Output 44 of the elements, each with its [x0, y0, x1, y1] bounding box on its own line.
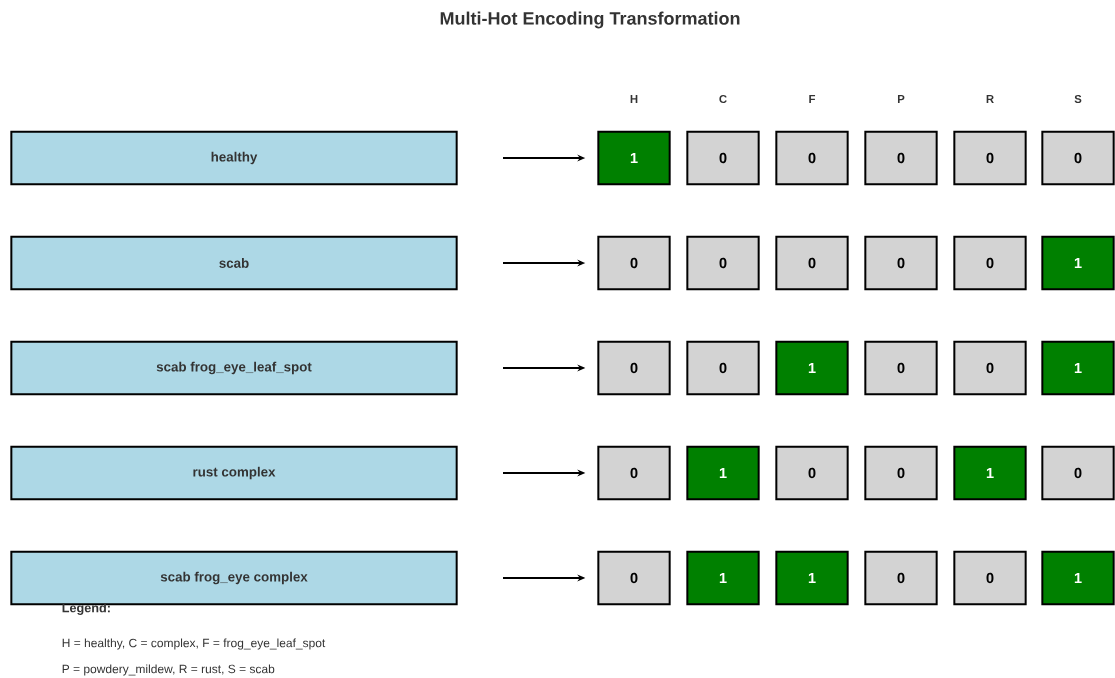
column-header: F — [809, 95, 816, 103]
encoding-cell: 1 — [686, 445, 760, 501]
encoding-cell: 0 — [775, 445, 849, 501]
encoding-cell: 0 — [953, 130, 1027, 186]
encoding-cell: 1 — [953, 445, 1027, 501]
encoding-cell: 0 — [864, 445, 938, 501]
encoding-cell: 0 — [686, 130, 760, 186]
legend-heading: Legend: — [62, 603, 110, 615]
category-box: scab frog_eye_leaf_spot — [10, 340, 458, 396]
encoding-cell: 1 — [597, 130, 671, 186]
encoding-cell: 0 — [775, 130, 849, 186]
encoding-cell: 0 — [775, 235, 849, 291]
legend-text: H = healthy, C = complex, F = frog_eye_leaf_spot — [62, 638, 326, 650]
encoding-cell: 0 — [597, 550, 671, 606]
encoding-cell: 0 — [686, 235, 760, 291]
column-header: C — [719, 95, 727, 103]
encoding-cell: 0 — [1041, 445, 1115, 501]
encoding-cell: 0 — [597, 340, 671, 396]
encoding-cell: 0 — [597, 445, 671, 501]
encoding-cell: 1 — [1041, 550, 1115, 606]
encoding-cell: 0 — [864, 550, 938, 606]
encoding-cell: 0 — [953, 340, 1027, 396]
encoding-cell: 1 — [775, 550, 849, 606]
encoding-cell: 0 — [1041, 130, 1115, 186]
title: Multi-Hot Encoding Transformation — [440, 11, 740, 29]
encoding-cell: 0 — [864, 340, 938, 396]
encoding-cell: 0 — [953, 550, 1027, 606]
column-header: P — [897, 95, 905, 103]
legend-text: P = powdery_mildew, R = rust, S = scab — [62, 664, 275, 676]
encoding-cell: 0 — [597, 235, 671, 291]
encoding-cell: 1 — [1041, 340, 1115, 396]
encoding-cell: 0 — [864, 235, 938, 291]
encoding-cell: 1 — [775, 340, 849, 396]
category-box: rust complex — [10, 445, 458, 501]
encoding-cell: 1 — [1041, 235, 1115, 291]
column-header: H — [630, 95, 638, 103]
column-header: R — [986, 95, 994, 103]
encoding-cell: 0 — [686, 340, 760, 396]
category-box: healthy — [10, 130, 458, 186]
encoding-cell: 1 — [686, 550, 760, 606]
encoding-cell: 0 — [864, 130, 938, 186]
column-header: S — [1074, 95, 1082, 103]
category-box: scab — [10, 235, 458, 291]
encoding-cell: 0 — [953, 235, 1027, 291]
